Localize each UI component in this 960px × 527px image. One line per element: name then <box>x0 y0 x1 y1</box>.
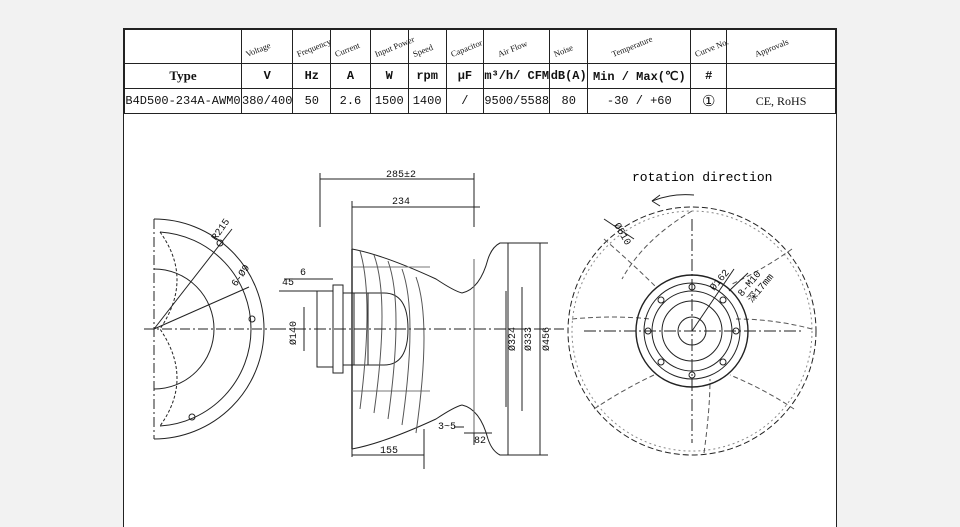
unit-voltage: V <box>241 63 294 89</box>
header-cell-blank <box>123 29 243 64</box>
side-view <box>274 173 564 469</box>
header-cell: Air Flow <box>483 29 551 64</box>
values-row: B4D500-234A-AWM0 380/400 50 2.6 1500 140… <box>123 88 836 114</box>
value-type: B4D500-234A-AWM0 <box>123 88 243 114</box>
value-approvals: CE, RoHS <box>726 88 836 114</box>
dim-holes-left: 6-Ø9 <box>229 263 253 290</box>
header-cell: Speed <box>407 29 447 64</box>
front-view <box>567 194 817 456</box>
value-voltage: 380/400 <box>241 88 294 114</box>
value-temperature: -30 / +60 <box>587 88 692 114</box>
unit-speed: rpm <box>407 63 447 89</box>
dim-r215: R215 <box>210 217 233 243</box>
dim-d140: Ø140 <box>288 321 300 345</box>
value-capacitor: / <box>445 88 485 114</box>
drawing-sheet: Voltage Frequency Current Input Power Sp… <box>123 28 837 527</box>
header-cell: Frequency <box>292 29 333 64</box>
dim-45: 45 <box>282 278 294 289</box>
value-current: 2.6 <box>330 88 371 114</box>
header-cell: Input Power <box>369 29 416 64</box>
value-frequency: 50 <box>292 88 332 114</box>
value-curve: ① <box>690 88 728 114</box>
rotation-direction-label: rotation direction <box>632 170 772 185</box>
header-label-row: Voltage Frequency Current Input Power Sp… <box>123 29 836 64</box>
dim-overall-length: 285±2 <box>386 170 416 181</box>
value-noise: 80 <box>549 88 589 114</box>
dim-155: 155 <box>380 446 398 457</box>
header-cell: Capacitor <box>445 29 485 64</box>
unit-airflow: m³/h/ CFM <box>483 63 551 89</box>
dim-d456: Ø456 <box>541 327 553 351</box>
header-cell: Approvals <box>726 29 836 64</box>
unit-capacitor: μF <box>445 63 485 89</box>
dim-82: 82 <box>474 436 486 447</box>
value-speed: 1400 <box>407 88 447 114</box>
unit-type: Type <box>123 63 243 89</box>
header-cell: Curve No. <box>690 29 730 64</box>
unit-current: A <box>330 63 371 89</box>
technical-drawing: 285±2 234 45 6 Ø140 Ø324 Ø333 Ø456 155 3… <box>144 170 817 469</box>
dim-3-5: 3~5 <box>438 422 456 433</box>
value-power: 1500 <box>369 88 409 114</box>
dim-6: 6 <box>300 268 306 279</box>
left-flange-view <box>144 218 274 440</box>
dim-d333: Ø333 <box>523 327 535 351</box>
value-airflow: 9500/5588 <box>483 88 551 114</box>
unit-noise: dB(A) <box>549 63 589 89</box>
dim-impeller-width: 234 <box>392 197 410 208</box>
units-row: Type V Hz A W rpm μF m³/h/ CFM dB(A) Min… <box>123 63 836 89</box>
header-cell: Noise <box>549 29 589 64</box>
dim-d324: Ø324 <box>507 327 519 351</box>
unit-power: W <box>369 63 409 89</box>
header-cell: Voltage <box>241 29 294 64</box>
spec-table: Voltage Frequency Current Input Power Sp… <box>123 29 836 114</box>
header-cell: Temperature <box>587 29 692 64</box>
unit-frequency: Hz <box>292 63 332 89</box>
